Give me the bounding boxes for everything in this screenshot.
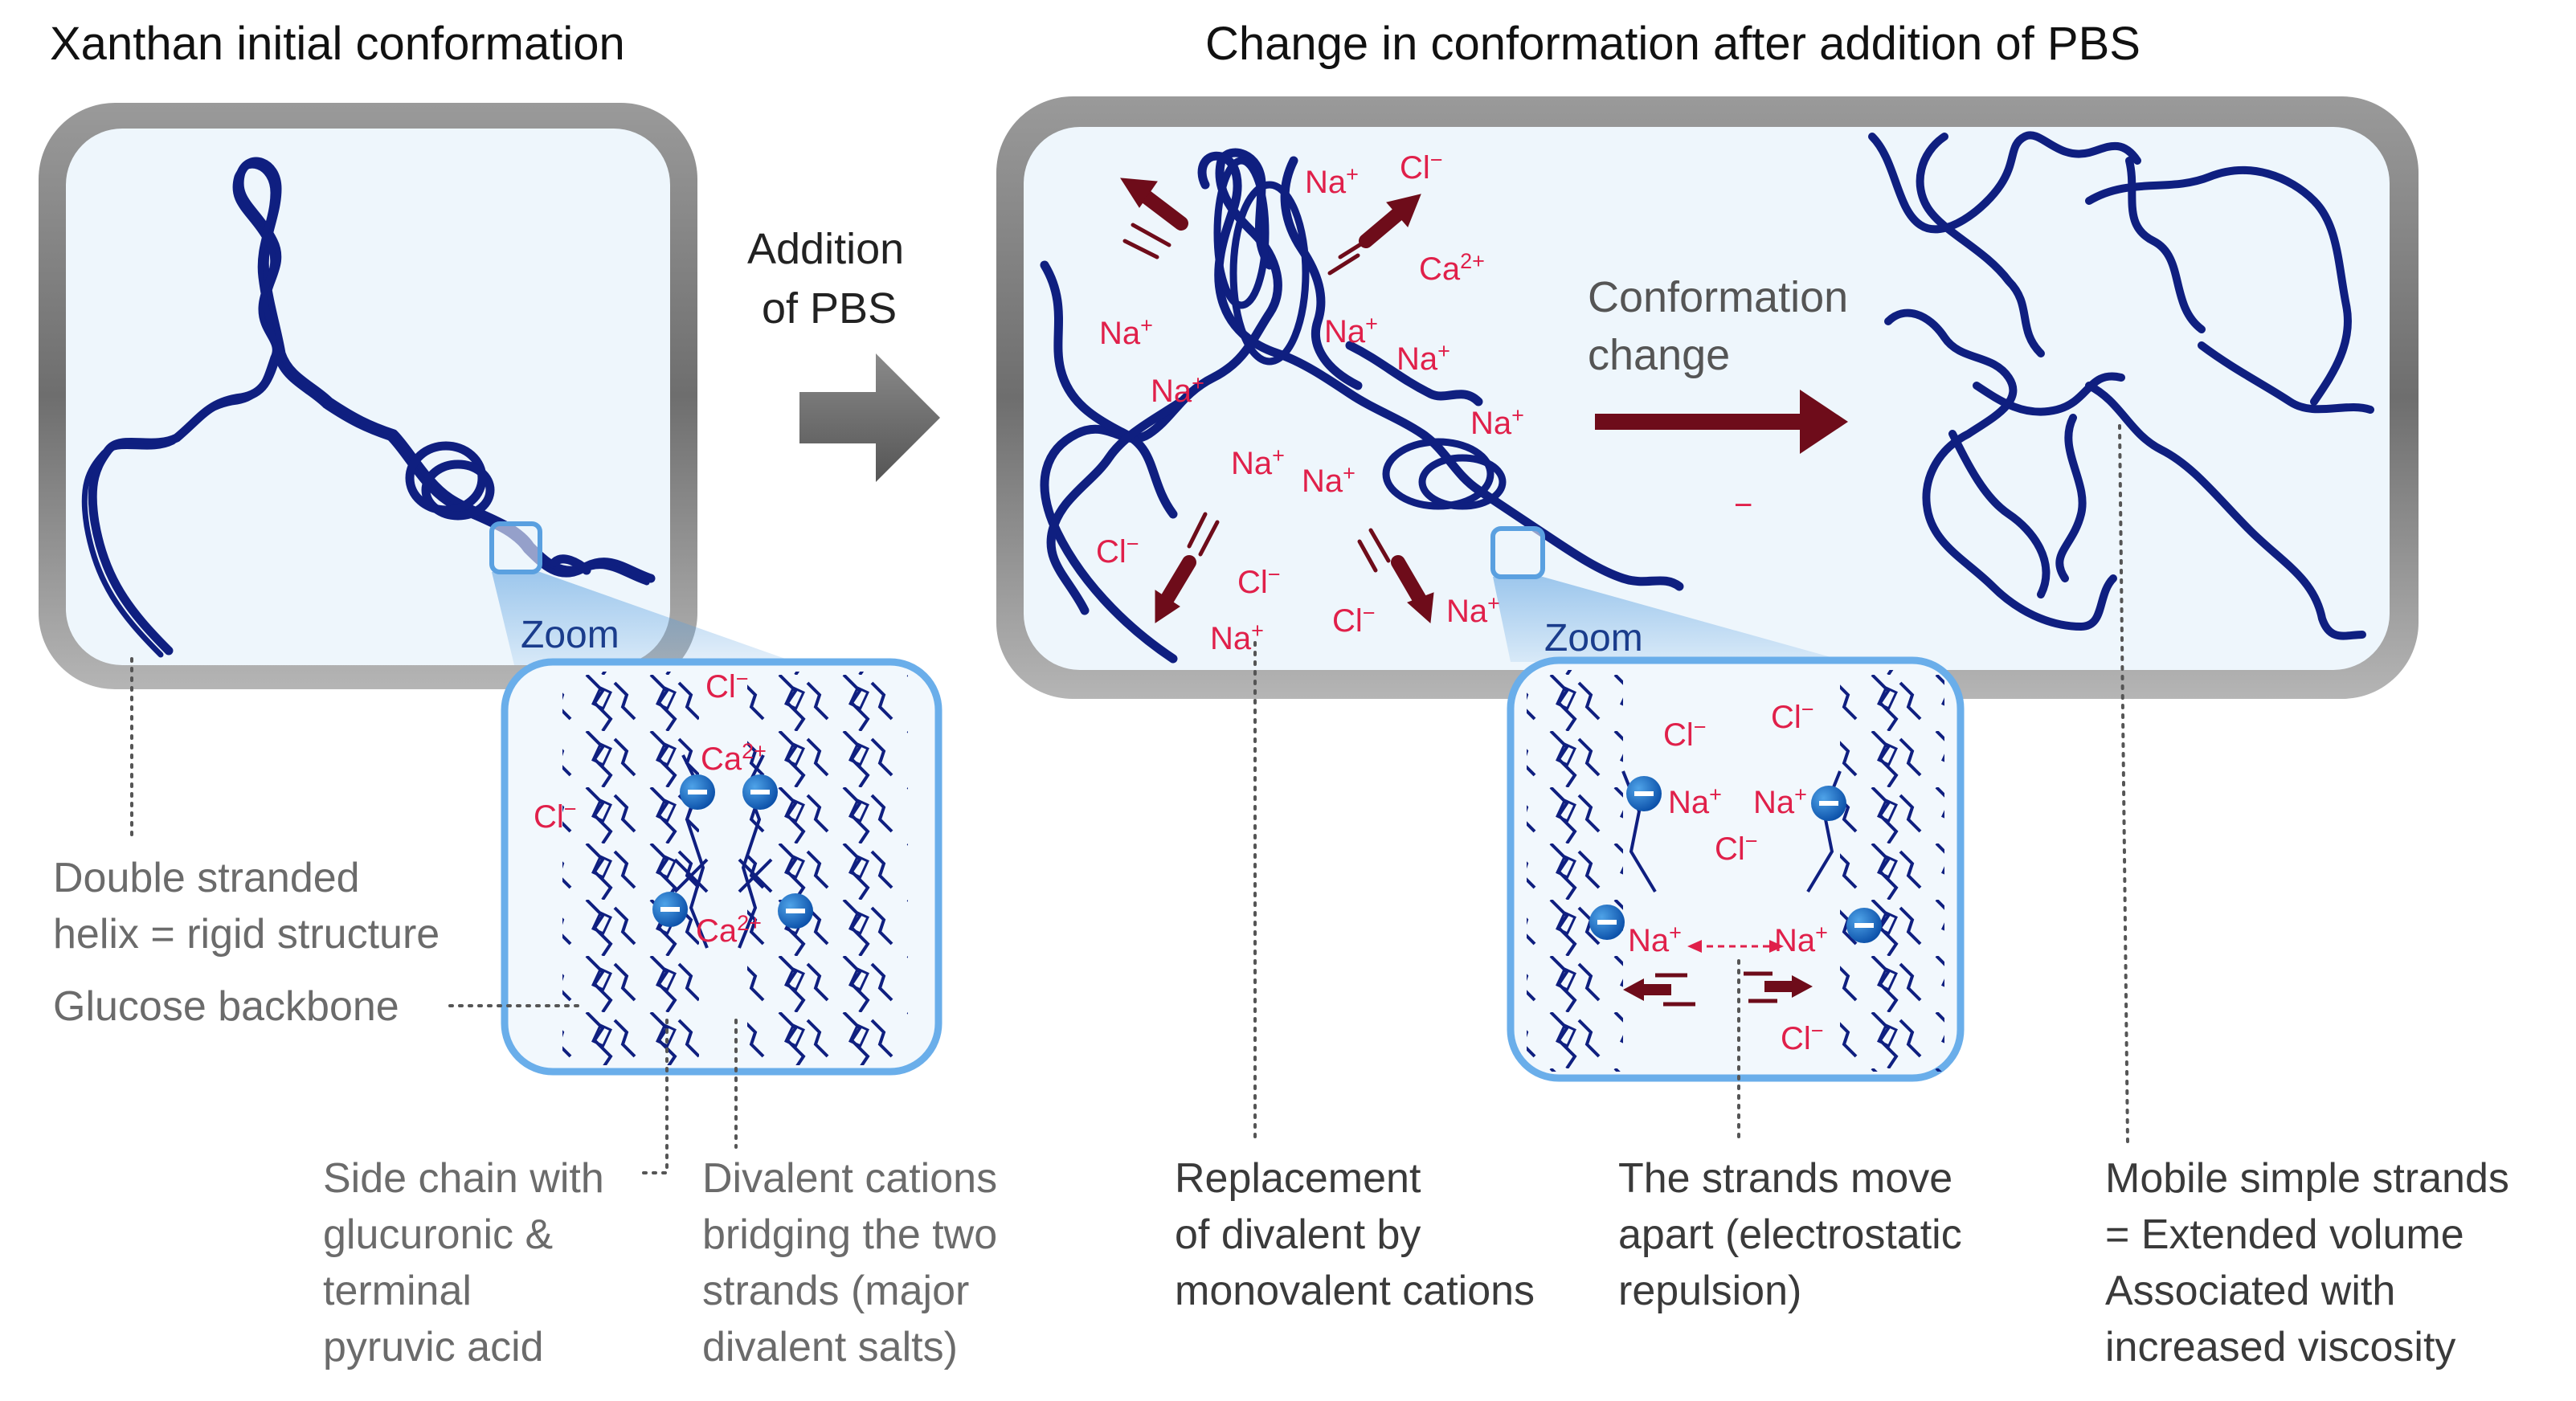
annotation-side-chain: Side chain with glucuronic & terminal py… [323,1155,604,1370]
svg-text:bridging the two: bridging the two [702,1211,997,1258]
extended-strands [1868,131,2374,640]
negative-charges-left [652,774,813,929]
svg-text:helix = rigid structure: helix = rigid structure [53,911,440,958]
conformation-label-line1: Conformation [1588,273,1848,321]
svg-text:Na+: Na+ [1446,591,1500,629]
zoom-right-ions: Cl− Cl− Na+ Na+ Cl− Na+ Na+ Cl− [1628,697,1828,1056]
svg-text:Side chain with: Side chain with [323,1155,604,1202]
repulsion-arrows [1623,940,1813,1007]
conformation-arrow [1595,390,1848,454]
svg-text:Divalent cations: Divalent cations [702,1155,997,1202]
svg-text:terminal: terminal [323,1268,472,1314]
xanthan-double-helix [81,157,656,658]
annotation-replacement: Replacement of divalent by monovalent ca… [1175,1155,1535,1314]
annotation-glucose: Glucose backbone [53,983,399,1030]
zoom-marker-right [1490,526,1545,579]
svg-text:Replacement: Replacement [1175,1155,1421,1202]
svg-text:Cl−: Cl− [1400,148,1443,186]
title-right: Change in conformation after addition of… [1205,18,2141,70]
svg-text:Cl−: Cl− [534,797,577,835]
svg-text:Ca2+: Ca2+ [696,911,762,949]
svg-text:Na+: Na+ [1231,443,1285,481]
title-left: Xanthan initial conformation [50,18,625,70]
svg-text:strands (major: strands (major [702,1268,969,1314]
svg-text:Na+: Na+ [1753,782,1807,820]
annotation-mobile: Mobile simple strands = Extended volume … [2105,1155,2509,1370]
svg-text:Ca2+: Ca2+ [1419,249,1485,287]
svg-text:Cl−: Cl− [1663,715,1707,753]
zoom-marker-left [489,521,542,574]
svg-text:glucuronic &: glucuronic & [323,1211,553,1258]
right-panel [996,96,2419,699]
svg-text:of divalent by: of divalent by [1175,1211,1421,1258]
svg-text:Na+: Na+ [1210,619,1264,656]
negative-charges-right [1589,776,1882,943]
svg-text:Na+: Na+ [1628,921,1682,958]
ion-movement-arrows [1120,178,1434,624]
right-panel-ions: Na+ Cl− Ca2+ Na+ Na+ Na+ Na+ Na+ Na+ Na+… [1096,148,1752,656]
addition-label-line1: Addition [747,225,904,273]
zoom-left-ions: Cl− Cl− Ca2+ Ca2+ [534,667,767,949]
svg-text:divalent salts): divalent salts) [702,1324,958,1370]
svg-text:Ca2+: Ca2+ [701,739,767,777]
zoom-cone-left [492,572,803,665]
svg-text:Double stranded: Double stranded [53,855,360,901]
svg-text:Cl−: Cl− [1771,697,1814,735]
svg-text:Cl−: Cl− [1715,829,1758,867]
svg-text:Na+: Na+ [1774,921,1828,958]
annotation-divalent: Divalent cations bridging the two strand… [702,1155,997,1370]
svg-text:repulsion): repulsion) [1618,1268,1801,1314]
svg-text:Cl−: Cl− [1096,532,1139,570]
svg-text:Cl−: Cl− [1781,1019,1824,1056]
zoom-label-left: Zoom [521,614,619,656]
svg-text:Mobile simple strands: Mobile simple strands [2105,1155,2509,1202]
conformation-label-line2: change [1588,331,1730,379]
svg-text:increased viscosity: increased viscosity [2105,1324,2455,1370]
zoom-box-right [1507,656,1965,1082]
svg-text:pyruvic acid: pyruvic acid [323,1324,544,1370]
svg-text:= Extended volume: = Extended volume [2105,1211,2464,1258]
zoom-label-right: Zoom [1544,617,1643,660]
svg-text:−: − [1734,488,1752,523]
svg-text:Na+: Na+ [1302,461,1355,499]
leader-lines [130,424,2129,1174]
svg-text:Cl−: Cl− [705,667,749,705]
zoom-box-left [501,658,942,1076]
svg-text:Na+: Na+ [1151,371,1204,409]
annotation-double-strand: Double stranded helix = rigid structure [53,855,440,958]
svg-text:Na+: Na+ [1305,162,1359,200]
svg-text:Na+: Na+ [1324,312,1378,349]
svg-text:Cl−: Cl− [1332,601,1376,639]
annotation-strands-move: The strands move apart (electrostatic re… [1618,1155,1962,1314]
zoom-cone-right [1493,577,1848,662]
svg-text:Na+: Na+ [1396,339,1450,377]
svg-text:Cl−: Cl− [1237,562,1281,600]
svg-text:Associated with: Associated with [2105,1268,2395,1314]
opening-strands [1040,148,1684,664]
svg-text:Na+: Na+ [1099,313,1153,351]
svg-text:apart (electrostatic: apart (electrostatic [1618,1211,1962,1258]
svg-text:The strands move: The strands move [1618,1155,1952,1202]
svg-text:Na+: Na+ [1668,782,1722,820]
addition-arrow [799,353,940,482]
svg-text:monovalent cations: monovalent cations [1175,1268,1535,1314]
addition-label-line2: of PBS [762,284,897,333]
svg-text:Na+: Na+ [1470,403,1524,441]
